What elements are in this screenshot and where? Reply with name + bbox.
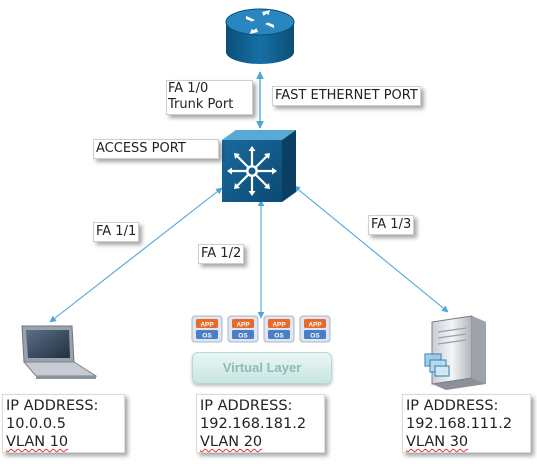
- switch-icon: [222, 130, 296, 202]
- vm-os-label: OS: [238, 333, 248, 340]
- vm-app-label: APP: [200, 322, 214, 329]
- vlan-value: VLAN 30: [406, 434, 469, 450]
- vm-icon: APP OS: [227, 315, 259, 343]
- link-label-fa13: FA 1/3: [368, 215, 415, 235]
- host-info-vm: IP ADDRESS: 192.168.181.2 VLAN 20: [196, 394, 325, 453]
- ip-address-label: IP ADDRESS:: [200, 398, 293, 414]
- ip-address-label: IP ADDRESS:: [406, 398, 499, 414]
- access-port-label: ACCESS PORT: [93, 139, 219, 159]
- ip-address-value: 192.168.181.2: [200, 416, 307, 432]
- host-info-laptop: IP ADDRESS: 10.0.0.5 VLAN 10: [2, 394, 125, 453]
- server-icon: [424, 315, 486, 390]
- vm-icon: APP OS: [191, 315, 223, 343]
- fast-ethernet-port-label: FAST ETHERNET PORT: [272, 86, 421, 106]
- vm-icon: APP OS: [299, 315, 331, 343]
- vm-os-label: OS: [274, 333, 284, 340]
- vm-os-label: OS: [202, 333, 212, 340]
- link-label-fa11: FA 1/1: [93, 222, 140, 242]
- vm-app-label: APP: [308, 322, 322, 329]
- link-server: [293, 185, 449, 313]
- vlan-value: VLAN 10: [6, 434, 69, 450]
- link-laptop: [49, 187, 223, 323]
- virtual-machines: APP OS APP OS APP OS APP OS: [191, 315, 331, 343]
- vlan-value: VLAN 20: [200, 434, 263, 450]
- host-info-server: IP ADDRESS: 192.168.111.2 VLAN 30: [402, 394, 531, 453]
- ip-address-label: IP ADDRESS:: [6, 398, 99, 414]
- vm-icon: APP OS: [263, 315, 295, 343]
- ip-address-value: 192.168.111.2: [406, 416, 513, 432]
- vm-app-label: APP: [272, 322, 286, 329]
- virtual-layer: Virtual Layer: [192, 352, 332, 384]
- router-icon: [225, 8, 295, 64]
- link-label-fa12: FA 1/2: [198, 244, 245, 264]
- ip-address-value: 10.0.0.5: [6, 416, 66, 432]
- trunk-port-label: FA 1/0 Trunk Port: [166, 80, 253, 115]
- laptop-icon: [21, 325, 98, 379]
- vm-app-label: APP: [236, 322, 250, 329]
- vm-os-label: OS: [310, 333, 320, 340]
